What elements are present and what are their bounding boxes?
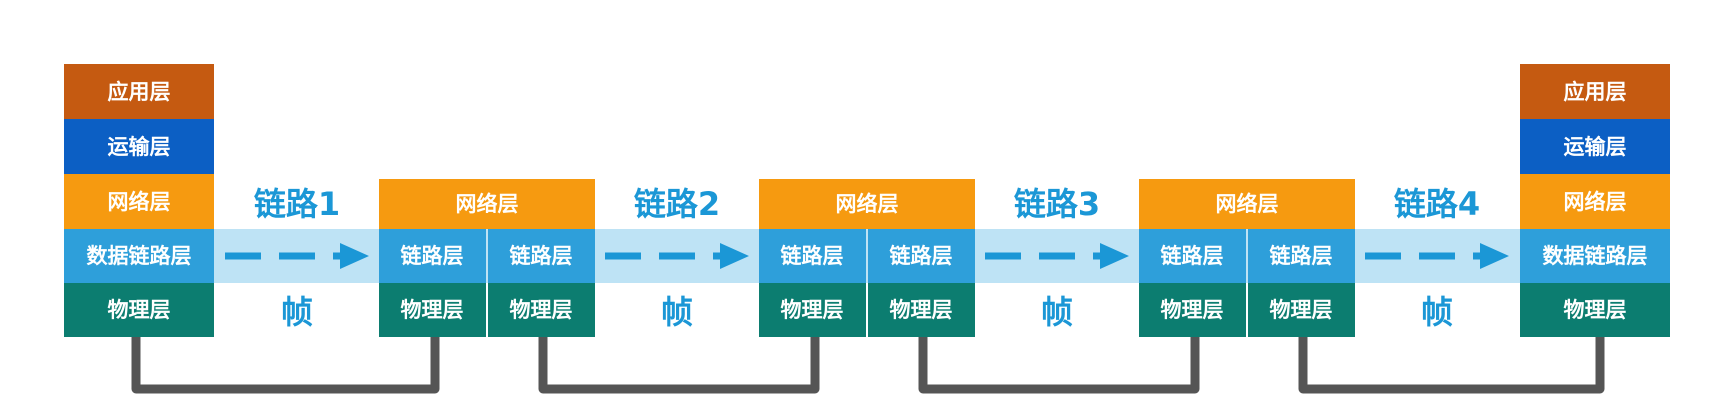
router-1-network-label: 网络层	[456, 192, 519, 216]
frame-3-label: 帧	[1041, 293, 1073, 331]
cable-2	[538, 336, 820, 394]
cable-4	[1298, 336, 1605, 394]
router-2-physical-left-label: 物理层	[781, 298, 844, 322]
router-1-physical-left-block	[379, 283, 486, 337]
router-2: 网络层 链路层 链路层 物理层 物理层	[759, 179, 975, 337]
link-labels: 链路1 链路2 链路3 链路4	[254, 185, 1480, 223]
router-3-physical-left-label: 物理层	[1161, 298, 1224, 322]
host-b-application-label: 应用层	[1564, 80, 1627, 104]
arrow-4	[1365, 243, 1509, 269]
link-4-label: 链路4	[1394, 185, 1480, 223]
router-1-link-left-label: 链路层	[401, 244, 464, 268]
router-3-link-left-block	[1139, 229, 1246, 283]
host-a-transport-label: 运输层	[108, 135, 171, 159]
router-3-link-right-block	[1248, 229, 1355, 283]
router-3-link-right-label: 链路层	[1270, 244, 1333, 268]
router-2-link-right-block	[868, 229, 975, 283]
router-1-physical-right-label: 物理层	[510, 298, 573, 322]
router-3-physical-right-block	[1248, 283, 1355, 337]
host-b-network-block	[1520, 174, 1670, 229]
host-a-application-label: 应用层	[108, 80, 171, 104]
link-2-label: 链路2	[634, 185, 720, 223]
cable-3	[918, 336, 1200, 394]
router-2-link-left-block	[759, 229, 866, 283]
host-b-transport-block	[1520, 119, 1670, 174]
router-2-link-right-label: 链路层	[890, 244, 953, 268]
router-1-link-right-label: 链路层	[510, 244, 573, 268]
router-3-physical-right-label: 物理层	[1270, 298, 1333, 322]
router-3-network-block	[1139, 179, 1355, 229]
arrow-3	[985, 243, 1129, 269]
host-b-datalink-block	[1520, 229, 1670, 283]
host-a-datalink-label: 数据链路层	[87, 244, 192, 268]
router-3: 网络层 链路层 链路层 物理层 物理层	[1139, 179, 1355, 337]
frame-2-label: 帧	[661, 293, 693, 331]
router-3-network-label: 网络层	[1216, 192, 1279, 216]
router-1-link-right-block	[488, 229, 595, 283]
host-b-datalink-label: 数据链路层	[1543, 244, 1648, 268]
router-2-network-block	[759, 179, 975, 229]
frame-arrows	[225, 243, 1509, 269]
router-1: 网络层 链路层 链路层 物理层 物理层	[379, 179, 595, 337]
link-3-label: 链路3	[1014, 185, 1100, 223]
router-3-link-left-label: 链路层	[1161, 244, 1224, 268]
host-a-application-block	[64, 64, 214, 119]
frame-1-label: 帧	[281, 293, 313, 331]
host-b-network-label: 网络层	[1564, 190, 1627, 214]
host-a-network-label: 网络层	[108, 190, 171, 214]
router-2-network-label: 网络层	[836, 192, 899, 216]
arrow-1	[225, 243, 369, 269]
host-a-network-block	[64, 174, 214, 229]
host-b-transport-label: 运输层	[1564, 135, 1627, 159]
frame-labels: 帧 帧 帧 帧	[281, 293, 1453, 331]
router-2-physical-right-block	[868, 283, 975, 337]
host-b-stack: 应用层 运输层 网络层 数据链路层 物理层	[1520, 64, 1670, 337]
router-2-physical-right-label: 物理层	[890, 298, 953, 322]
router-1-physical-right-block	[488, 283, 595, 337]
router-3-physical-left-block	[1139, 283, 1246, 337]
link-1-label: 链路1	[254, 185, 340, 223]
physical-cables	[131, 336, 1605, 394]
host-a-datalink-block	[64, 229, 214, 283]
host-b-physical-label: 物理层	[1564, 298, 1627, 322]
router-1-network-block	[379, 179, 595, 229]
arrow-2	[605, 243, 749, 269]
frame-4-label: 帧	[1421, 293, 1453, 331]
host-a-physical-label: 物理层	[108, 298, 171, 322]
router-1-link-left-block	[379, 229, 486, 283]
host-a-stack: 应用层 运输层 网络层 数据链路层 物理层	[64, 64, 214, 337]
host-b-physical-block	[1520, 283, 1670, 337]
router-2-link-left-label: 链路层	[781, 244, 844, 268]
host-a-physical-block	[64, 283, 214, 337]
host-a-transport-block	[64, 119, 214, 174]
cable-1	[131, 336, 440, 394]
host-b-application-block	[1520, 64, 1670, 119]
router-2-physical-left-block	[759, 283, 866, 337]
router-1-physical-left-label: 物理层	[401, 298, 464, 322]
